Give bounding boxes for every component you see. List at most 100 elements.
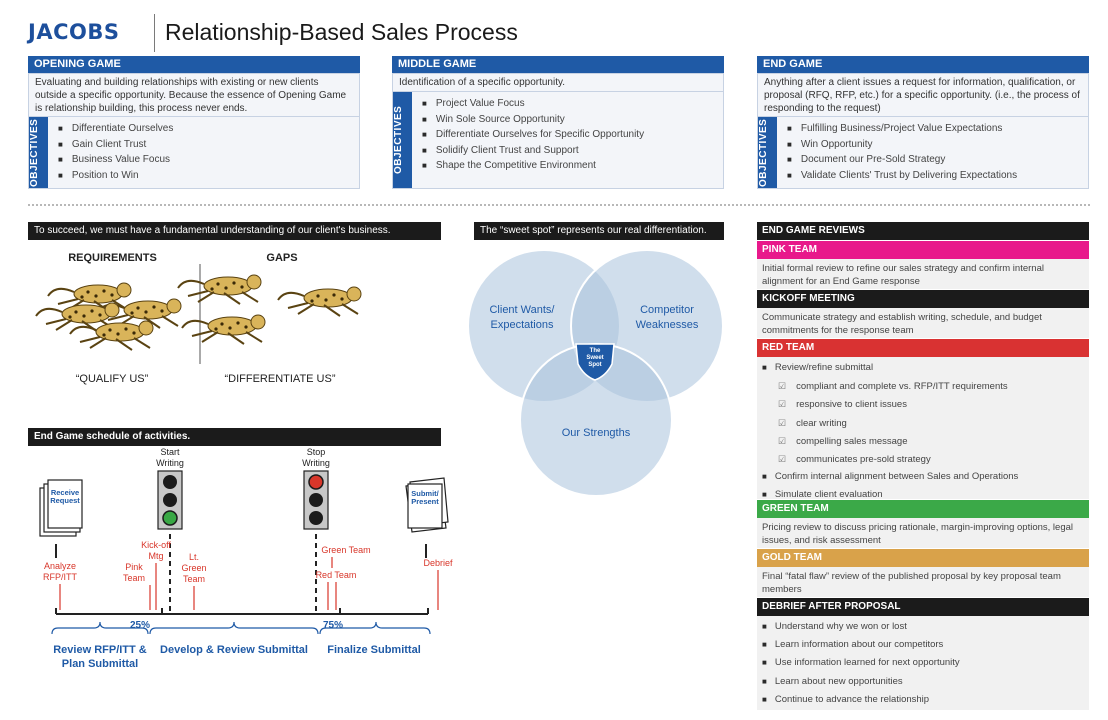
debrief-list: Understand why we won or lost Learn info…	[757, 616, 1089, 710]
green-team-header: GREEN TEAM	[757, 500, 1089, 518]
phase-finalize-label: Finalize Submittal	[327, 644, 421, 656]
qualify-caption: “QUALIFY US”	[75, 373, 149, 385]
red-team-item: Simulate client evaluation	[762, 486, 1089, 504]
opening-game-panel: OPENING GAME Evaluating and building rel…	[28, 56, 360, 189]
pink-team-label: Pink	[125, 562, 143, 572]
objectives-tab: OBJECTIVES	[758, 117, 777, 188]
objectives-box: OBJECTIVES Differentiate Ourselves Gain …	[28, 117, 360, 189]
objective-item: Business Value Focus	[58, 152, 173, 168]
page-title: Relationship-Based Sales Process	[165, 19, 518, 45]
milestone-arrows	[59, 557, 439, 610]
phase-review-label: Plan Submittal	[62, 658, 138, 670]
reviews-title: END GAME REVIEWS	[757, 222, 1089, 240]
gold-team-header: GOLD TEAM	[757, 549, 1089, 567]
stop-traffic-light-icon	[303, 470, 329, 530]
objective-item: Differentiate Ourselves	[58, 121, 174, 137]
objective-item: Document our Pre-Sold Strategy	[787, 152, 1017, 168]
red-team-label: Red Team	[316, 570, 357, 580]
circle-client-label: Expectations	[491, 319, 554, 331]
objective-item: Validate Clients' Trust by Delivering Ex…	[787, 168, 1017, 184]
objectives-box: OBJECTIVES Fulfilling Business/Project V…	[757, 117, 1089, 189]
objective-item: Shape the Competitive Environment	[422, 158, 644, 174]
phase-develop-label: Develop & Review Submittal	[160, 644, 308, 656]
sweet-spot-label: Spot	[588, 362, 601, 368]
objectives-list: Fulfilling Business/Project Value Expect…	[777, 117, 1017, 188]
header-divider	[154, 14, 155, 52]
start-traffic-light-icon	[157, 470, 183, 530]
red-team-header: RED TEAM	[757, 339, 1089, 357]
objective-item: Differentiate Ourselves for Specific Opp…	[422, 127, 644, 143]
panel-title: OPENING GAME	[28, 56, 360, 73]
stop-writing-label: Stop	[307, 447, 326, 457]
receive-request-icon	[39, 479, 83, 537]
red-team-item: Review/refine submittal	[762, 359, 1089, 377]
gaps-label: GAPS	[266, 252, 298, 264]
panel-description: Evaluating and building relationships wi…	[28, 73, 360, 117]
cheetah-icon	[181, 314, 266, 345]
circle-strengths-label: Our Strengths	[562, 427, 631, 439]
green-team-label: Green Team	[321, 545, 370, 555]
kickoff-header: KICKOFF MEETING	[757, 290, 1089, 308]
green-team-text: Pricing review to discuss pricing ration…	[757, 518, 1089, 548]
analyze-label: Analyze	[44, 561, 76, 571]
debrief-item: Use information learned for next opportu…	[762, 654, 1089, 672]
gold-team-text: Final “fatal flaw” review of the publish…	[757, 567, 1089, 597]
objectives-box: OBJECTIVES Project Value Focus Win Sole …	[392, 92, 724, 189]
phase-review-label: Review RFP/ITT &	[53, 644, 147, 656]
start-writing-label: Writing	[156, 458, 184, 468]
cheetah-illustration	[35, 264, 362, 364]
differentiate-caption: “DIFFERENTIATE US”	[224, 373, 336, 385]
section-divider	[28, 204, 1090, 206]
debrief-item: Learn information about our competitors	[762, 636, 1089, 654]
red-team-check-item: clear writing	[762, 414, 1089, 432]
debrief-header: DEBRIEF AFTER PROPOSAL	[757, 598, 1089, 616]
lt-green-team-label: Team	[183, 574, 205, 584]
objective-item: Project Value Focus	[422, 96, 644, 112]
objective-item: Win Sole Source Opportunity	[422, 112, 644, 128]
sweet-spot-label: The	[590, 348, 601, 354]
lt-green-team-label: Lt.	[189, 552, 199, 562]
pink-team-text: Initial formal review to refine our sale…	[757, 259, 1089, 289]
objective-item: Position to Win	[58, 168, 173, 184]
pct-25-label: 25%	[130, 620, 150, 631]
submit-present-label: Present	[411, 497, 439, 506]
kickoff-label: Mtg	[148, 551, 163, 561]
objective-item: Gain Client Trust	[58, 137, 173, 153]
objective-item: Solidify Client Trust and Support	[422, 143, 644, 159]
requirements-label: REQUIREMENTS	[68, 252, 157, 264]
jacobs-logo: JACOBS	[28, 20, 120, 44]
receive-request-label: Request	[50, 496, 80, 505]
red-team-check-item: compliant and complete vs. RFP/ITT requi…	[762, 377, 1089, 395]
circle-competitor-label: Competitor	[640, 304, 694, 316]
stop-writing-label: Writing	[302, 458, 330, 468]
understanding-bar: To succeed, we must have a fundamental u…	[28, 222, 441, 240]
pink-team-header: PINK TEAM	[757, 241, 1089, 259]
phase-braces	[51, 621, 431, 635]
pct-75-label: 75%	[323, 620, 343, 631]
receive-request-label: Receive	[51, 488, 79, 497]
red-team-list: Review/refine submittal compliant and co…	[757, 357, 1089, 500]
venn-bar: The “sweet spot” represents our real dif…	[474, 222, 724, 240]
pink-team-label: Team	[123, 573, 145, 583]
submit-present-icon	[405, 477, 449, 533]
cheetah-icon	[177, 274, 262, 305]
sweet-spot-label: Sweet	[586, 355, 603, 361]
start-writing-label: Start	[160, 447, 180, 457]
objectives-tab: OBJECTIVES	[393, 92, 412, 188]
cheetah-icon	[69, 320, 154, 351]
panel-description: Identification of a specific opportunity…	[392, 73, 724, 92]
objectives-list: Project Value Focus Win Sole Source Oppo…	[412, 92, 644, 188]
debrief-item: Understand why we won or lost	[762, 618, 1089, 636]
panel-title: MIDDLE GAME	[392, 56, 724, 73]
analyze-label: RFP/ITT	[43, 572, 77, 582]
objective-item: Fulfilling Business/Project Value Expect…	[787, 121, 1017, 137]
kickoff-text: Communicate strategy and establish writi…	[757, 308, 1089, 338]
middle-game-panel: MIDDLE GAME Identification of a specific…	[392, 56, 724, 189]
red-team-check-item: communicates pre-sold strategy	[762, 450, 1089, 468]
red-team-item: Confirm internal alignment between Sales…	[762, 468, 1089, 486]
red-team-check-item: compelling sales message	[762, 432, 1089, 450]
debrief-label: Debrief	[423, 558, 453, 568]
debrief-item: Continue to advance the relationship	[762, 691, 1089, 709]
submit-present-label: Submit/	[411, 489, 439, 498]
objective-item: Win Opportunity	[787, 137, 1017, 153]
